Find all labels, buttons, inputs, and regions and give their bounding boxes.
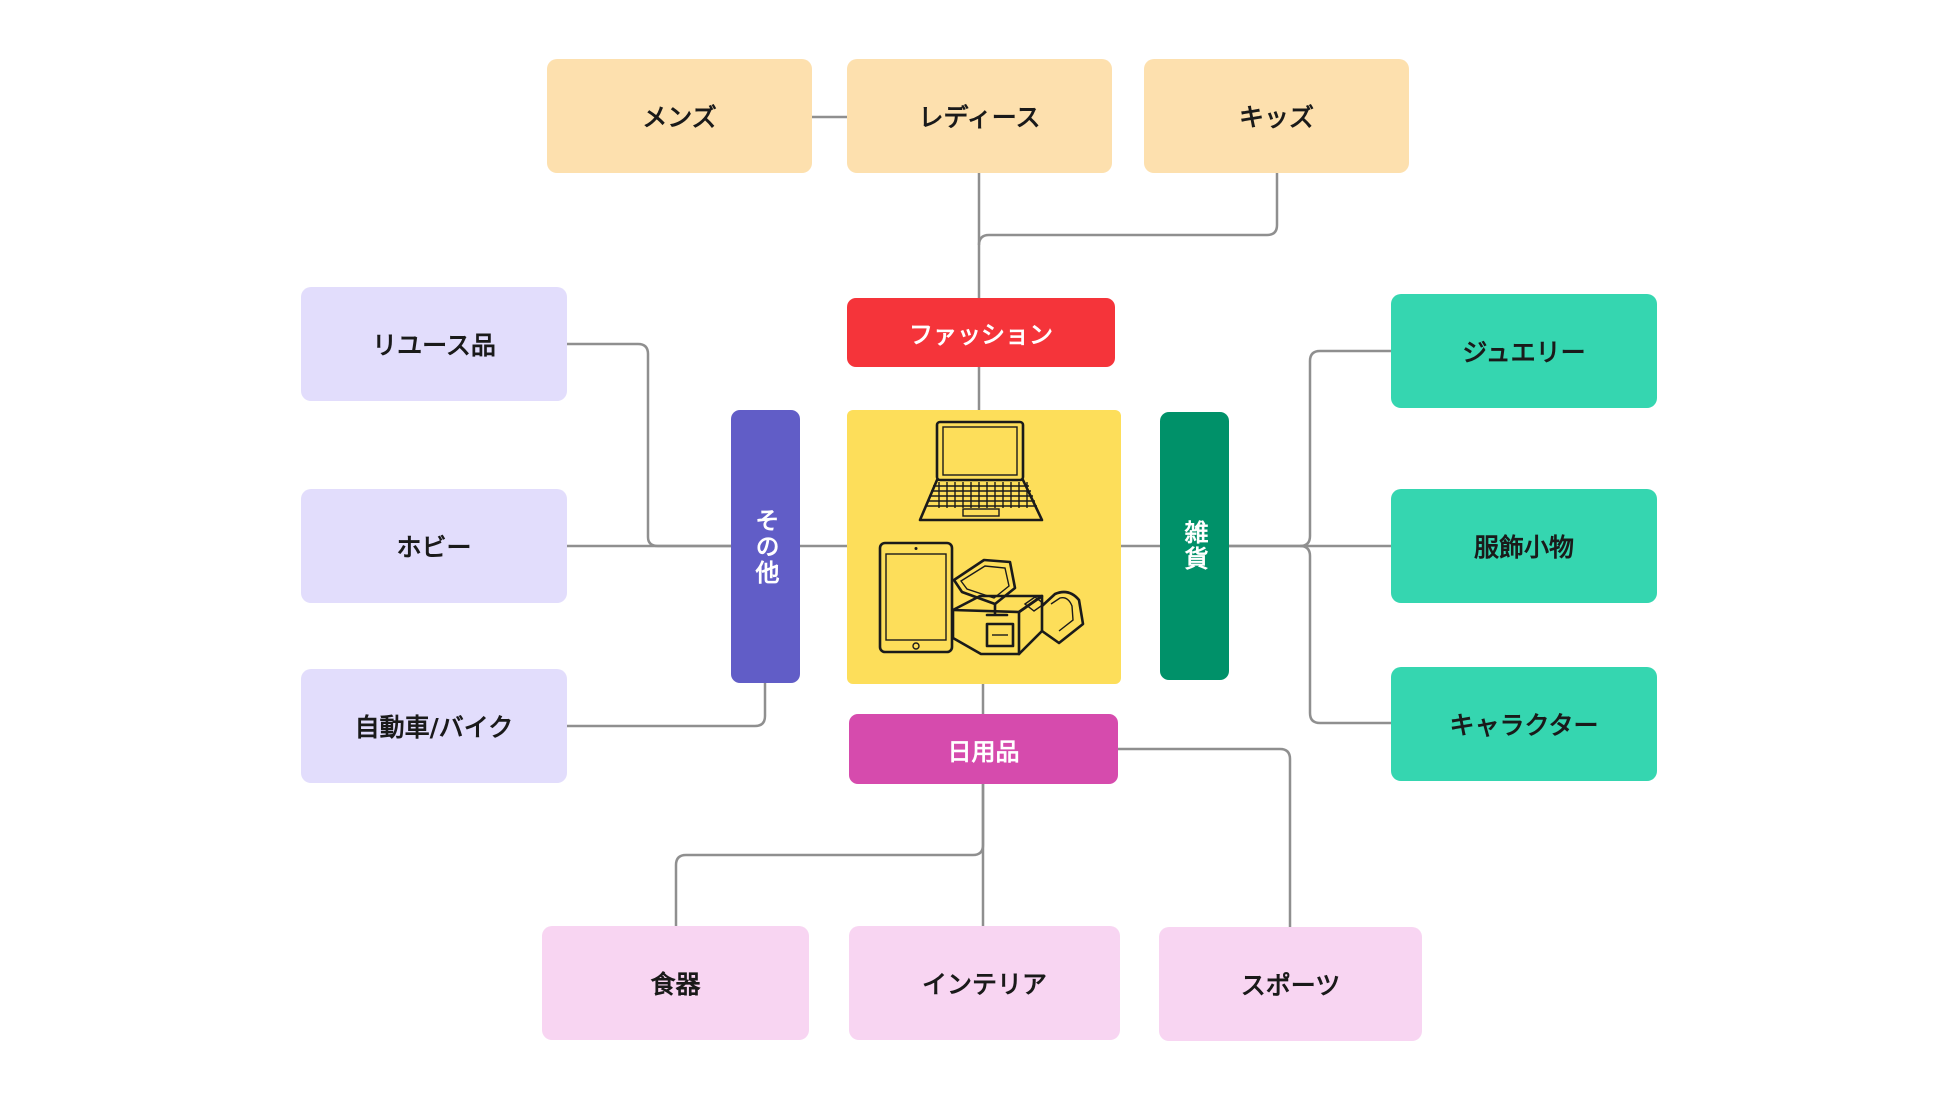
leaf-ladies: レディース xyxy=(847,59,1112,173)
leaf-character: キャラクター xyxy=(1391,667,1657,781)
leaf-interior: インテリア xyxy=(849,926,1120,1040)
leaf-vehicle-label: 自動車/バイク xyxy=(354,713,514,742)
leaf-accessories-label: 服飾小物 xyxy=(1473,533,1574,562)
category-other: その他 xyxy=(731,410,800,683)
leaf-hobby-label: ホビー xyxy=(396,533,472,562)
leaf-mens-label: メンズ xyxy=(642,103,717,132)
connector-kids-fashion xyxy=(977,173,1279,246)
connector-daily-sports xyxy=(1118,747,1292,927)
category-daily: 日用品 xyxy=(849,714,1118,784)
pos-register-icon xyxy=(951,558,1085,656)
connector-daily-tableware xyxy=(674,784,985,926)
connector-vehicle-other xyxy=(567,683,767,728)
devices-illustration xyxy=(847,410,1121,684)
connector-reuse-other xyxy=(567,342,731,548)
laptop-icon xyxy=(918,420,1044,522)
leaf-vehicle: 自動車/バイク xyxy=(301,669,567,783)
leaf-ladies-label: レディース xyxy=(918,103,1041,132)
leaf-hobby: ホビー xyxy=(301,489,567,603)
leaf-accessories: 服飾小物 xyxy=(1391,489,1657,603)
tablet-icon xyxy=(878,541,954,654)
category-goods-label: 雑貨 xyxy=(1180,520,1208,572)
leaf-sports: スポーツ xyxy=(1159,927,1422,1041)
leaf-interior-label: インテリア xyxy=(921,970,1047,999)
category-fashion-label: ファッション xyxy=(909,321,1053,349)
leaf-kids: キッズ xyxy=(1144,59,1409,173)
leaf-kids-label: キッズ xyxy=(1238,103,1314,132)
leaf-reuse-label: リユース品 xyxy=(372,331,496,360)
category-fashion: ファッション xyxy=(847,298,1115,367)
category-goods: 雑貨 xyxy=(1160,412,1229,680)
connector-jewelry-goods xyxy=(1229,349,1391,548)
leaf-mens: メンズ xyxy=(547,59,812,173)
center-devices-hub xyxy=(847,410,1121,684)
connector-character-goods xyxy=(1299,544,1391,725)
leaf-jewelry-label: ジュエリー xyxy=(1462,338,1586,367)
leaf-jewelry: ジュエリー xyxy=(1391,294,1657,408)
leaf-sports-label: スポーツ xyxy=(1240,971,1341,1000)
leaf-character-label: キャラクター xyxy=(1449,711,1599,740)
category-other-label: その他 xyxy=(751,507,779,586)
category-daily-label: 日用品 xyxy=(947,737,1020,766)
leaf-tableware: 食器 xyxy=(542,926,809,1040)
leaf-reuse: リユース品 xyxy=(301,287,567,401)
leaf-tableware-label: 食器 xyxy=(650,970,701,999)
